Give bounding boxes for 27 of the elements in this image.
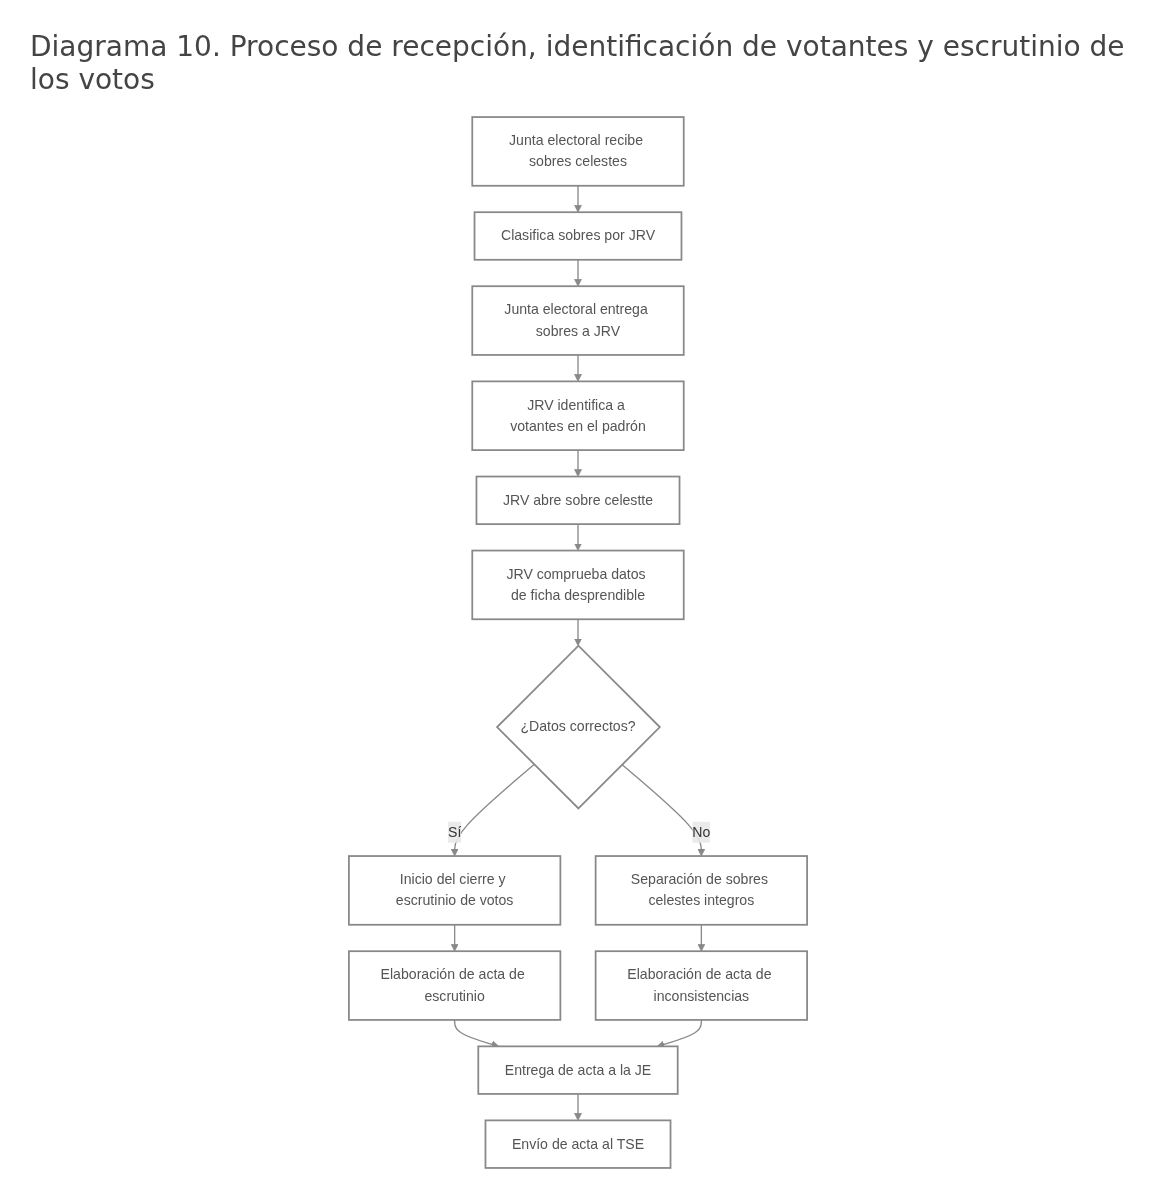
node-box: Elaboración de acta de escrutinio xyxy=(348,950,562,1021)
arrow xyxy=(574,259,582,287)
node-box: Envío de acta al TSE xyxy=(484,1119,672,1169)
arrow xyxy=(450,924,459,952)
node-box: JRV comprueba datos de ficha desprendible xyxy=(471,549,685,621)
edge-label: No xyxy=(692,824,711,840)
node-box: Junta electoral recibe sobres celestes xyxy=(471,116,685,187)
arrow xyxy=(574,449,582,477)
diagram-title: Diagrama 10. Proceso de recepción, identificación de votantes y escrutinio de los votos xyxy=(30,30,1126,96)
arrow xyxy=(574,523,582,551)
arrow xyxy=(697,924,706,952)
arrow xyxy=(574,185,582,213)
arrow xyxy=(574,354,582,382)
arrow xyxy=(450,763,535,857)
node-box: Separación de sobres celestes integros xyxy=(594,855,808,926)
node-box: Elaboración de acta de inconsistencias xyxy=(594,950,808,1021)
node-box: JRV abre sobre celestte xyxy=(475,475,681,525)
arrow xyxy=(621,763,706,857)
node-box: JRV identifica a votantes en el padrón xyxy=(471,380,685,451)
node-box: Junta electoral entrega sobres a JRV xyxy=(471,285,685,356)
node-box: Clasifica sobres por JRV xyxy=(473,211,683,261)
node-box: Entrega de acta a la JE xyxy=(477,1045,679,1095)
arrow xyxy=(574,618,582,647)
edge-label: Sí xyxy=(447,824,462,840)
arrow xyxy=(574,1093,582,1121)
node-box: Inicio del cierre y escrutinio de votos xyxy=(348,855,562,926)
node-diamond: ¿Datos correctos? xyxy=(495,644,662,810)
